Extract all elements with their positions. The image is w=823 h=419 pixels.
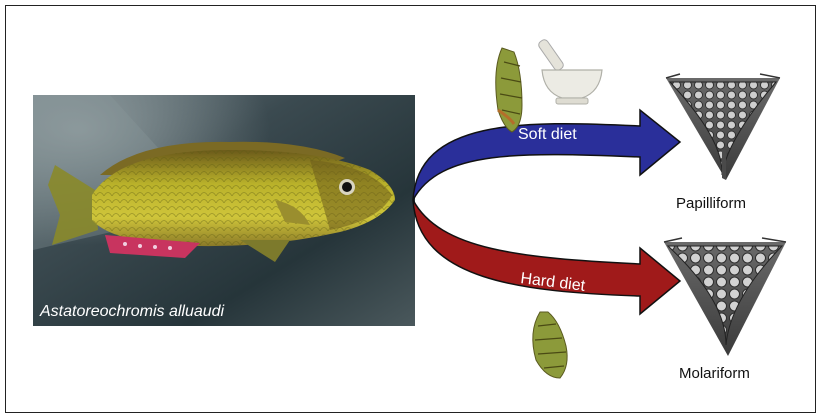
molariform-label: Molariform [679, 365, 750, 382]
mortar-pestle-icon [537, 38, 602, 104]
molariform-tooth-illustration [664, 238, 786, 356]
soft-diet-label: Soft diet [518, 126, 577, 143]
snail-icon [533, 312, 567, 378]
soft-diet-arrow: Soft diet [413, 110, 680, 200]
species-caption: Astatoreochromis alluaudi [39, 303, 225, 320]
snail-icon [496, 48, 522, 132]
hard-diet-arrow: Hard diet [413, 200, 680, 314]
papilliform-tooth-illustration [666, 74, 780, 180]
papilliform-label: Papilliform [676, 195, 746, 212]
fish-photo [33, 95, 415, 326]
